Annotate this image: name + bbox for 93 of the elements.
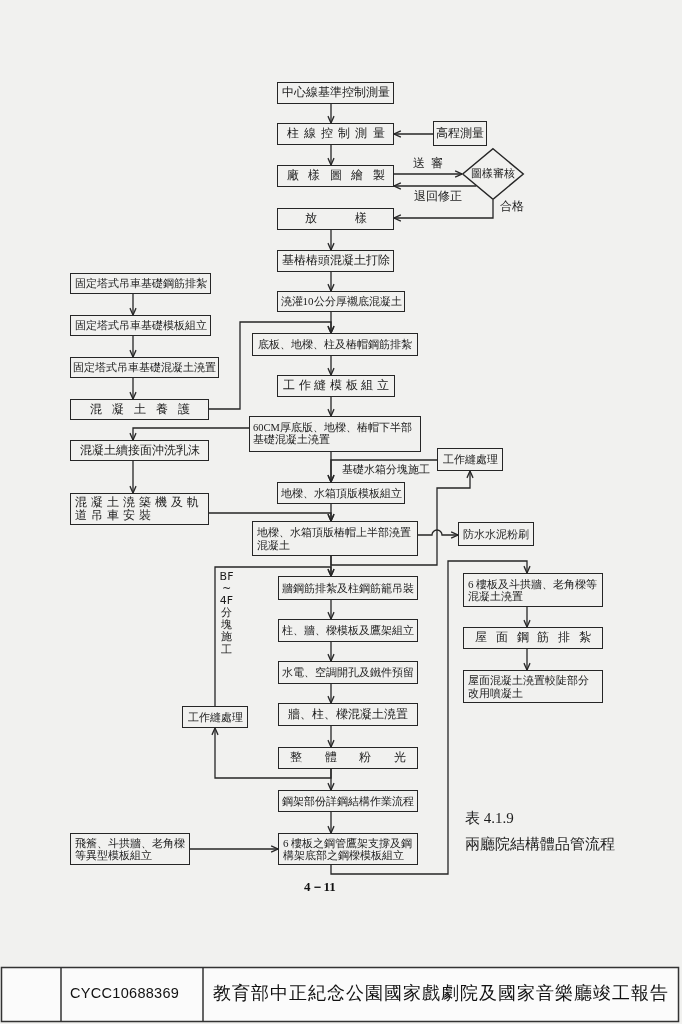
arrow xyxy=(129,427,250,441)
arrow xyxy=(330,560,531,875)
arrow xyxy=(327,396,335,417)
step-text: 工作縫處理 xyxy=(187,710,243,724)
process-box xyxy=(463,627,603,649)
step-text: 地樑、水箱頂版樁帽上半部澆置混凝土 xyxy=(257,526,412,551)
process-box xyxy=(278,747,418,769)
step-text: 牆、柱、樑混凝土澆置 xyxy=(288,708,408,721)
arrow xyxy=(327,144,335,166)
arrow xyxy=(417,529,459,539)
arrow xyxy=(327,459,438,483)
edge-label: BF~4F分塊施工 xyxy=(219,571,235,656)
arrow xyxy=(393,199,494,222)
process-box xyxy=(70,440,209,461)
process-box xyxy=(278,619,418,642)
arrow xyxy=(129,335,137,358)
process-box xyxy=(278,703,418,726)
arrow xyxy=(211,727,332,779)
arrow xyxy=(393,182,477,190)
process-box xyxy=(70,399,209,420)
step-text: 廠樣圖繪製 xyxy=(286,169,385,183)
arrow xyxy=(189,845,279,853)
process-box xyxy=(278,576,418,600)
process-box xyxy=(458,522,534,546)
edge-label: 合格 xyxy=(500,200,524,214)
process-box xyxy=(252,521,418,556)
step-text: 防水水泥粉刷 xyxy=(463,527,529,541)
step-text: 中心線基準控制測量 xyxy=(281,86,390,100)
step-text: 整體粉光 xyxy=(290,751,406,765)
step-text: 底板、地樑、柱及樁帽鋼筋排紮 xyxy=(258,338,412,351)
step-text: 固定塔式吊車基礎混凝土澆置 xyxy=(73,361,216,374)
arrow xyxy=(523,648,531,671)
arrow xyxy=(129,293,137,316)
step-text: 固定塔式吊車基礎鋼筋排紮 xyxy=(74,277,207,290)
arrow xyxy=(327,683,335,704)
step-text: 水電、空調開孔及鐵件預留 xyxy=(282,666,414,679)
table-caption: 表 4.1.9 兩廳院結構體品管流程 xyxy=(465,809,616,854)
arrow xyxy=(327,355,335,376)
process-box xyxy=(277,165,394,187)
step-text: 地樑、水箱頂版模板組立 xyxy=(280,486,402,500)
process-box xyxy=(277,208,394,230)
step-text: 工作縫處理 xyxy=(442,453,498,466)
process-box xyxy=(437,448,503,471)
arrow xyxy=(327,271,335,292)
step-text: 放樣 xyxy=(304,212,367,226)
arrow xyxy=(393,130,434,138)
arrow xyxy=(208,321,335,410)
step-text: 屋面鋼筋排紮 xyxy=(475,631,591,645)
arrow xyxy=(330,470,474,566)
step-text: 工作縫模板組立 xyxy=(283,379,389,393)
step-text: 鋼架部份詳鋼結構作業流程 xyxy=(282,794,414,808)
step-text: 混凝土養護 xyxy=(89,402,190,417)
step-text: 6 樓板之鋼管鷹架支撐及鋼構架底部之鋼樑模板組立 xyxy=(283,836,413,862)
process-box xyxy=(252,333,418,356)
arrow xyxy=(327,725,335,748)
process-box xyxy=(278,661,418,684)
arrow xyxy=(523,606,531,628)
step-text: 柱、牆、樑模板及鷹架組立 xyxy=(282,624,414,637)
arrow xyxy=(208,512,335,522)
process-box xyxy=(182,706,248,728)
edge-label: 基礎水箱分塊施工 xyxy=(342,463,430,476)
arrow xyxy=(393,170,463,178)
step-text: 基樁樁頭混凝土打除 xyxy=(281,254,390,268)
step-text: 60CM厚底版、地樑、樁帽下半部基礎混凝土澆置 xyxy=(253,422,413,446)
edge-label: 送審 xyxy=(413,157,443,171)
process-box xyxy=(277,123,394,145)
step-text: 牆鋼筋排紮及柱鋼筋籠吊裝 xyxy=(282,581,414,595)
page-number: 4－11 xyxy=(304,880,336,895)
step-text: 屋面混凝土澆置較陡部分改用噴凝土 xyxy=(468,674,590,699)
step-text: 澆灌10公分厚襯底混凝土 xyxy=(280,295,402,308)
arrow xyxy=(327,229,335,251)
step-text: 柱線控制測量 xyxy=(286,127,385,141)
report-title: 教育部中正紀念公園國家戲劇院及國家音樂廳竣工報告 xyxy=(213,983,669,1004)
step-text: 固定塔式吊車基礎模板組立 xyxy=(74,319,207,332)
step-text: 6 樓板及斗拱牆、老角樑等混凝土澆置 xyxy=(468,577,598,603)
step-text: 混凝土續接面沖洗乳沫 xyxy=(79,444,200,457)
document-id: CYCC10688369 xyxy=(70,985,180,1002)
step-text: 飛簷、斗拱牆、老角樑等異型模板組立 xyxy=(75,836,185,862)
process-box xyxy=(433,121,487,146)
arrow xyxy=(327,641,335,662)
step-text: 混凝土澆築機及軌道吊車安裝 xyxy=(75,495,204,523)
step-text: 高程測量 xyxy=(436,127,484,140)
process-box xyxy=(463,670,603,703)
arrow xyxy=(214,566,335,707)
arrow xyxy=(327,103,335,124)
process-box xyxy=(249,416,421,452)
arrow xyxy=(327,811,335,834)
decision-text: 圖樣審核 xyxy=(471,168,515,180)
arrow xyxy=(327,599,335,620)
arrow xyxy=(129,460,137,494)
arrow xyxy=(129,377,137,400)
process-box xyxy=(277,375,395,397)
edge-label: 退回修正 xyxy=(414,190,462,204)
